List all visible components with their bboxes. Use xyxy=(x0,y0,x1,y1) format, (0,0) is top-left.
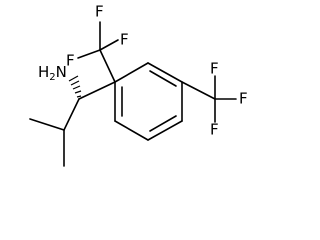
isopropyl-group xyxy=(29,98,80,167)
fluorine-label: F xyxy=(239,90,248,108)
ring-double-bond-1 xyxy=(149,70,177,87)
ring-double-bond-2 xyxy=(149,115,177,132)
fluorine-label: F xyxy=(66,52,75,70)
ring-to-stereocenter-bond xyxy=(78,81,116,100)
stereocenter: H2N xyxy=(38,63,116,100)
ring-bond-6 xyxy=(114,62,149,83)
fluorine-label: F xyxy=(120,31,129,49)
cf3-group-para: F F F xyxy=(181,60,248,139)
hashed-wedge-bond xyxy=(68,75,82,98)
cf3-group-ortho: F F F xyxy=(66,3,129,83)
ring-bond-1 xyxy=(147,62,183,83)
cf-bond-right xyxy=(99,39,119,51)
methyl-bond-left xyxy=(29,118,65,131)
stereocenter-to-ch-bond xyxy=(63,98,80,131)
fluorine-label: F xyxy=(95,3,104,21)
cf-bond-left xyxy=(77,49,101,59)
ring-to-cf3-bond xyxy=(99,49,116,83)
fluorine-label: F xyxy=(210,121,219,139)
ring-bond-3 xyxy=(147,120,183,141)
chemical-structure: F F F F F F H2N xyxy=(29,3,248,167)
fluorine-label: F xyxy=(210,60,219,78)
benzene-ring xyxy=(114,62,183,141)
ring-bond-4 xyxy=(114,120,149,141)
amine-label: H2N xyxy=(38,63,67,84)
ring-to-cf3-bond xyxy=(181,81,216,100)
